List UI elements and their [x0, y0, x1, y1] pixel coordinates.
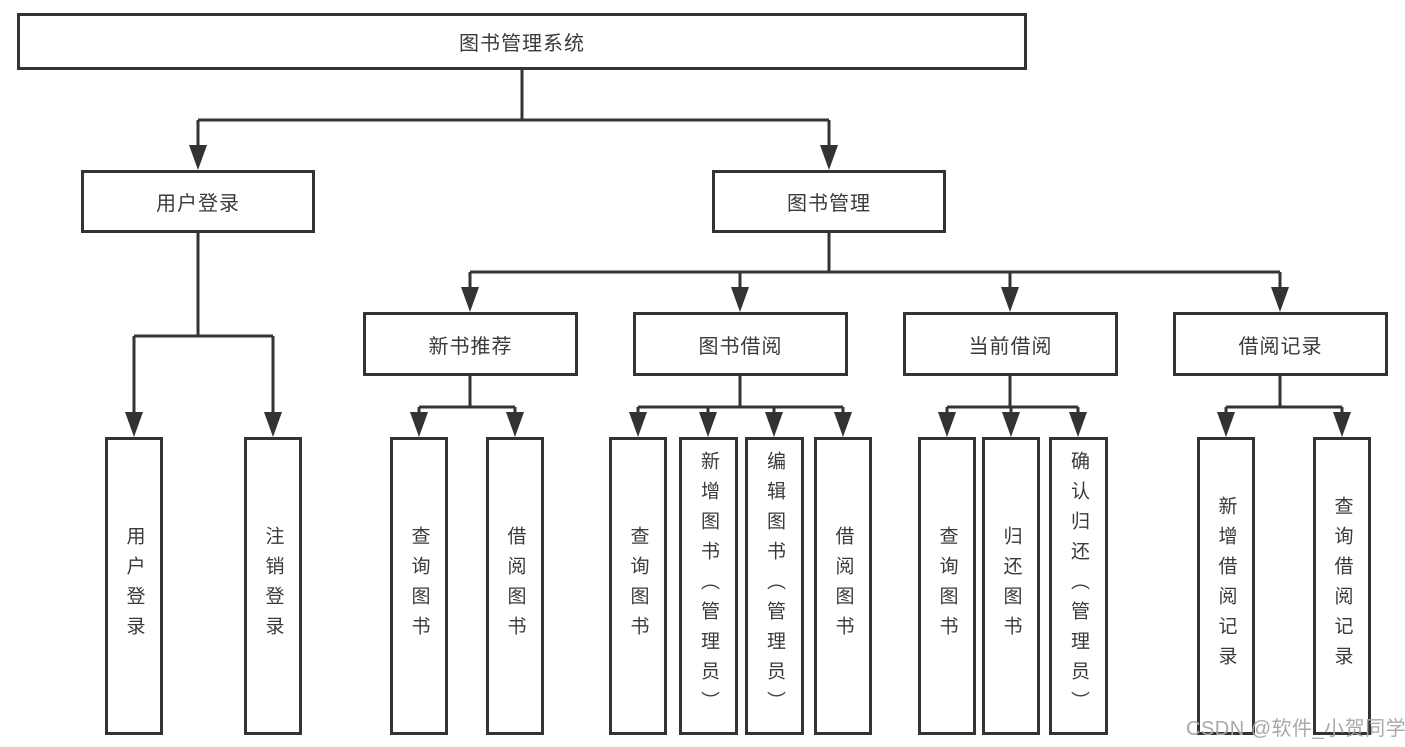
- node-current-borrowing: 当前借阅: [903, 312, 1118, 376]
- leaf-label: 归还图书: [1000, 526, 1022, 646]
- node-borrowing-records: 借阅记录: [1173, 312, 1388, 376]
- csdn-watermark: CSDN @软件_小贺同学: [1186, 718, 1405, 740]
- leaf-confirm-return-admin: 确认归还（管理员）: [1049, 437, 1108, 735]
- leaf-query-books: 查询图书: [609, 437, 667, 735]
- node-book-borrowing: 图书借阅: [633, 312, 848, 376]
- node-label: 新书推荐: [428, 335, 513, 358]
- node-label: 图书管理系统: [459, 33, 585, 55]
- leaf-query-borrow-record: 查询借阅记录: [1313, 437, 1371, 735]
- leaf-return-books: 归还图书: [982, 437, 1040, 735]
- leaf-label: 查询图书: [408, 526, 430, 646]
- node-library-management-system: 图书管理系统: [17, 13, 1027, 70]
- arrowheads: [125, 145, 1351, 437]
- node-user-login: 用户登录: [81, 170, 315, 233]
- leaf-label: 编辑图书（管理员）: [764, 451, 785, 721]
- node-label: 图书借阅: [698, 335, 783, 358]
- leaf-label: 借阅图书: [504, 526, 526, 646]
- leaf-query-books: 查询图书: [918, 437, 976, 735]
- leaf-label: 确认归还（管理员）: [1068, 451, 1089, 721]
- leaf-add-borrow-record: 新增借阅记录: [1197, 437, 1255, 735]
- leaf-query-books: 查询图书: [390, 437, 448, 735]
- leaf-logout: 注销登录: [244, 437, 302, 735]
- leaf-borrow-books: 借阅图书: [486, 437, 544, 735]
- leaf-edit-book-admin: 编辑图书（管理员）: [745, 437, 804, 735]
- node-new-book-recommendation: 新书推荐: [363, 312, 578, 376]
- leaf-label: 查询图书: [627, 526, 649, 646]
- leaf-add-book-admin: 新增图书（管理员）: [679, 437, 738, 735]
- leaf-label: 查询借阅记录: [1331, 496, 1353, 676]
- leaf-label: 注销登录: [262, 526, 284, 646]
- node-label: 借阅记录: [1238, 335, 1323, 358]
- node-book-management: 图书管理: [712, 170, 946, 233]
- node-label: 用户登录: [156, 193, 240, 215]
- leaf-label: 查询图书: [936, 526, 958, 646]
- node-label: 当前借阅: [968, 335, 1053, 358]
- leaf-label: 新增图书（管理员）: [698, 451, 719, 721]
- leaf-label: 用户登录: [123, 526, 145, 646]
- leaf-borrow-books: 借阅图书: [814, 437, 872, 735]
- leaf-label: 借阅图书: [832, 526, 854, 646]
- node-label: 图书管理: [787, 193, 871, 215]
- leaf-label: 新增借阅记录: [1215, 496, 1237, 676]
- leaf-user-login: 用户登录: [105, 437, 163, 735]
